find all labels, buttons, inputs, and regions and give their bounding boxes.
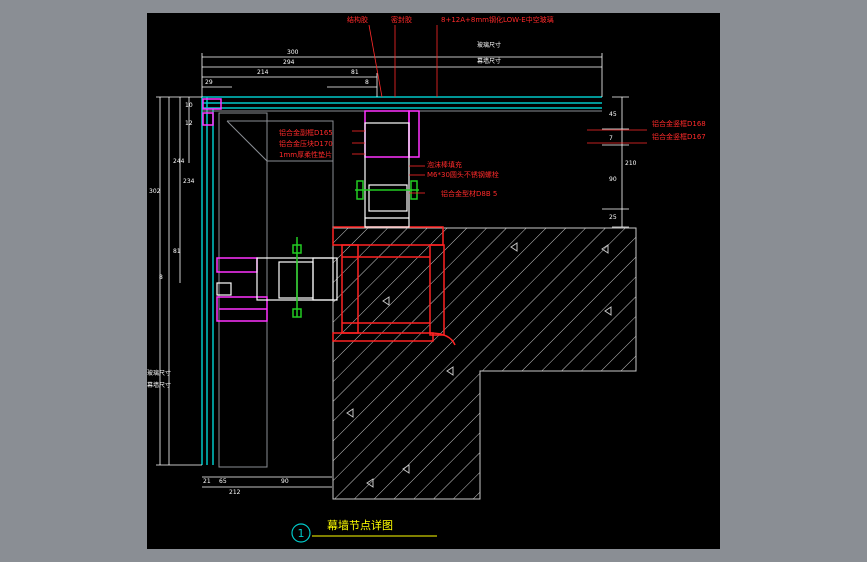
drawing-number-circle bbox=[291, 523, 311, 543]
dim-left-5: 302 bbox=[149, 188, 161, 195]
callout-foam-rod: 泡沫棒填充 bbox=[427, 160, 462, 169]
glass-panel-left bbox=[201, 97, 214, 465]
dim-right-4: 25 bbox=[609, 214, 617, 221]
dimension-lines bbox=[156, 53, 629, 488]
dim-left-2: 12 bbox=[185, 120, 193, 127]
dim-bottom-1: 21 bbox=[203, 478, 211, 485]
dim-top-total: 300 bbox=[287, 49, 299, 56]
mullion-upper bbox=[364, 122, 410, 228]
callout-gasket: 1mm厚柔性垫片 bbox=[279, 150, 332, 159]
callout-structural-glue: 结构胶 bbox=[347, 15, 368, 24]
dim-right-3: 90 bbox=[609, 176, 617, 183]
callout-bolt: M6*30圆头不锈钢螺栓 bbox=[427, 170, 499, 179]
callout-leaders bbox=[352, 24, 647, 194]
aluminum-profile-corner bbox=[202, 98, 420, 322]
callout-mullion-b: 铝合金竖框D167 bbox=[652, 132, 706, 141]
callout-mullion-a: 铝合金竖框D168 bbox=[652, 119, 706, 128]
mullion-lower bbox=[216, 257, 338, 301]
drawing-title: 幕墙节点详图 bbox=[327, 518, 393, 532]
callout-fixing-frame: 铝合金副框D165 bbox=[279, 128, 333, 137]
dim-bottom-2: 65 bbox=[219, 478, 227, 485]
dim-top-glass-label: 玻璃尺寸 bbox=[477, 41, 501, 49]
dim-right-5: 210 bbox=[625, 160, 637, 167]
dim-top-a: 294 bbox=[283, 59, 295, 66]
concrete-aggregate-marks bbox=[346, 242, 612, 488]
callout-sealant: 密封胶 bbox=[391, 15, 412, 24]
dim-left-7: 8 bbox=[159, 274, 163, 281]
dim-left-1: 10 bbox=[185, 102, 193, 109]
dim-top-b: 214 bbox=[257, 69, 269, 76]
drawing-number: 1 bbox=[298, 527, 305, 540]
dim-left-frame-label: 幕墙尺寸 bbox=[147, 381, 171, 389]
callout-profile: 铝合金型材D8B 5 bbox=[441, 189, 497, 198]
dim-left-glass-label: 玻璃尺寸 bbox=[147, 369, 171, 377]
dim-top-frame-label: 幕墙尺寸 bbox=[477, 57, 501, 65]
dim-top-c: 81 bbox=[351, 69, 359, 76]
cad-drawing: 1 幕墙节点详图 结构胶 密封胶 8+12A+8mm钢化LOW-E中空玻璃 铝合… bbox=[147, 15, 706, 543]
glass-panel-top bbox=[202, 96, 602, 109]
concrete-slab bbox=[332, 227, 637, 500]
dim-top-e: 8 bbox=[365, 79, 369, 86]
steel-embed-bracket bbox=[332, 226, 456, 346]
dim-top-d: 29 bbox=[205, 79, 213, 86]
dim-bottom-4: 212 bbox=[229, 489, 241, 496]
dim-left-3: 244 bbox=[173, 158, 185, 165]
dim-left-4: 234 bbox=[183, 178, 195, 185]
callout-pressure-plate: 铝合金压块D170 bbox=[279, 139, 333, 148]
dim-bottom-3: 90 bbox=[281, 478, 289, 485]
dim-right-1: 45 bbox=[609, 111, 617, 118]
drawing-canvas: 1 幕墙节点详图 结构胶 密封胶 8+12A+8mm钢化LOW-E中空玻璃 铝合… bbox=[147, 13, 720, 549]
dim-right-2: 7 bbox=[609, 135, 613, 142]
callout-glass: 8+12A+8mm钢化LOW-E中空玻璃 bbox=[441, 15, 554, 24]
dim-left-6: 81 bbox=[173, 248, 181, 255]
bolts bbox=[292, 180, 419, 318]
